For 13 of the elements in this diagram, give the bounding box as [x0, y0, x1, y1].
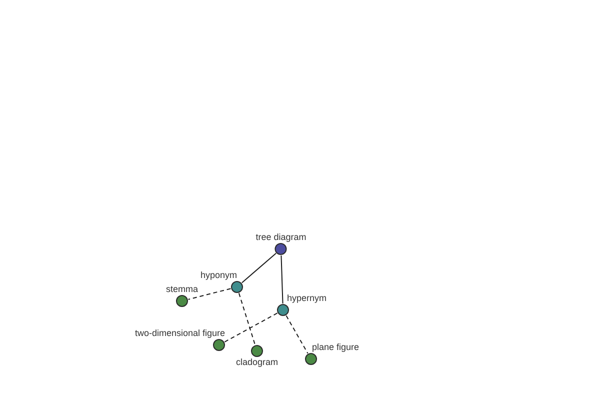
connector-line [241, 252, 277, 284]
node-label: hyponym [200, 270, 237, 281]
connector-line [280, 255, 284, 304]
connector-line [286, 315, 308, 354]
node-label: two-dimensional figure [134, 328, 225, 339]
node-label: plane figure [312, 342, 360, 353]
node-label: stemma [166, 284, 198, 295]
connector-line [224, 312, 278, 342]
node-label: tree diagram [256, 232, 306, 243]
node-label: cladogram [236, 357, 278, 368]
node-label: hypernym [287, 293, 327, 304]
connector-line [188, 288, 232, 300]
connector-line [238, 292, 256, 346]
